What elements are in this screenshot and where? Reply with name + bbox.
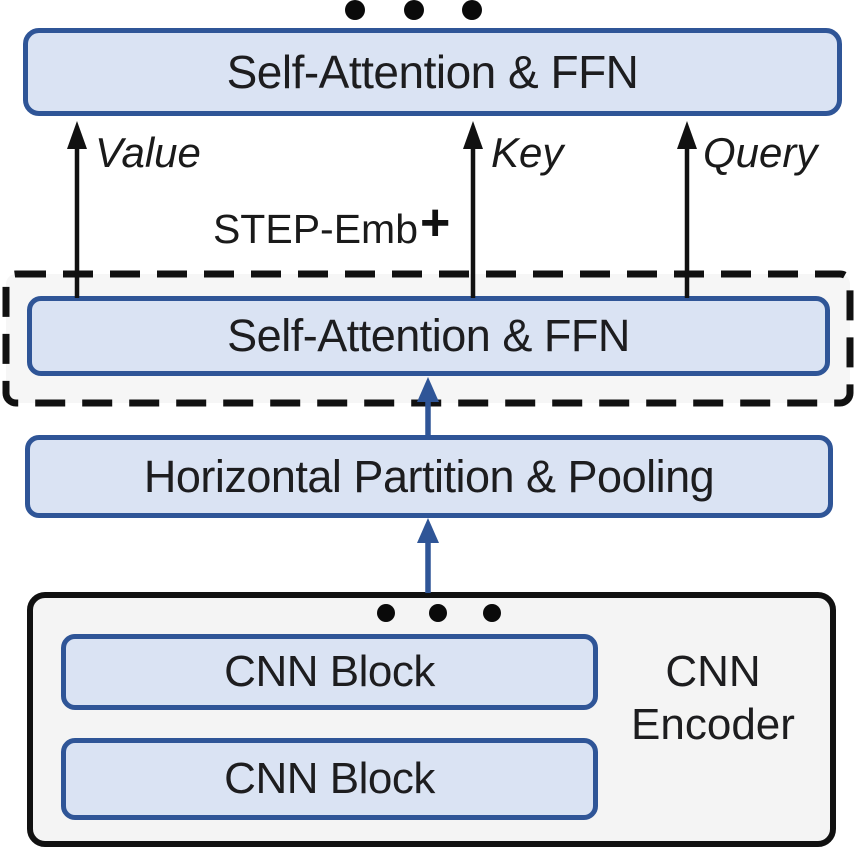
ellipsis-dot	[377, 604, 395, 622]
key-label: Key	[491, 129, 564, 176]
value-label: Value	[95, 129, 201, 176]
query-label: Query	[703, 129, 818, 176]
inner-self-attention-ffn-box: Self-Attention & FFN	[27, 296, 830, 376]
top-self-attention-ffn-label: Self-Attention & FFN	[226, 46, 639, 98]
cnn-block-2: CNN Block	[61, 738, 598, 820]
ellipsis-dot	[345, 0, 365, 20]
ellipsis-dot	[429, 604, 447, 622]
cnn-block-1: CNN Block	[61, 634, 598, 710]
inner-self-attention-ffn-label: Self-Attention & FFN	[227, 310, 630, 361]
horizontal-partition-pooling-box: Horizontal Partition & Pooling	[25, 435, 833, 518]
cnn-block-1-label: CNN Block	[224, 647, 435, 696]
plus-operator: +	[420, 194, 451, 252]
pooling-to-attention-arrow	[417, 377, 439, 437]
ellipsis-dot	[462, 0, 482, 20]
cnn-encoder-panel: CNN Block CNN Block CNN Encoder	[27, 592, 836, 847]
cnn-block-2-label: CNN Block	[224, 754, 435, 803]
cnn-encoder-title: CNN Encoder	[631, 647, 795, 749]
key-arrow	[463, 121, 483, 298]
horizontal-partition-pooling-label: Horizontal Partition & Pooling	[143, 450, 715, 502]
ellipsis-dot	[483, 604, 501, 622]
query-arrow	[677, 121, 697, 298]
top-self-attention-ffn-box: Self-Attention & FFN	[23, 28, 842, 116]
value-arrow	[67, 121, 87, 298]
step-emb-label: STEP-Emb	[212, 206, 418, 252]
ellipsis-dot	[404, 0, 424, 20]
encoder-to-pooling-arrow	[417, 518, 439, 593]
